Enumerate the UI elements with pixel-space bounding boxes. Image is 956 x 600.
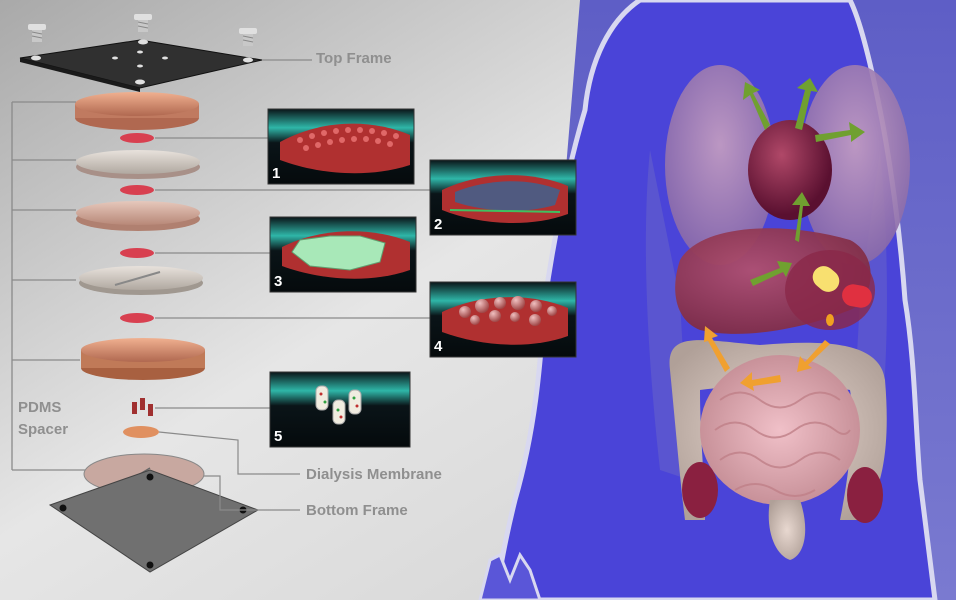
disc-layer-5	[81, 338, 205, 380]
spacer-ring	[120, 185, 154, 195]
panel-2-cell-monolayer	[430, 160, 576, 235]
top-frame-label: Top Frame	[316, 50, 392, 67]
panel-number: 4	[434, 338, 442, 355]
bottom-frame-label: Bottom Frame	[306, 502, 408, 519]
panel-1-villi	[268, 109, 414, 184]
spacer-ring	[120, 133, 154, 143]
dialysis-membrane-label: Dialysis Membrane	[306, 466, 442, 483]
panel-number: 5	[274, 428, 282, 445]
disc-layer-4	[79, 266, 203, 295]
dialysis-membrane	[123, 426, 159, 438]
panel-4-spheroids	[430, 282, 576, 357]
disc-layer-3	[76, 201, 200, 231]
right-kidney	[847, 467, 883, 523]
panel-3-cell-blocks	[270, 217, 416, 292]
panel-number: 2	[434, 216, 442, 233]
pdms-spacer-label: PDMS Spacer	[18, 397, 68, 441]
panel-number: 3	[274, 273, 282, 290]
spacer-ring	[120, 313, 154, 323]
spacer-ring	[120, 248, 154, 258]
left-kidney	[682, 462, 718, 518]
disc-layer-2	[76, 150, 200, 179]
panel-number: 1	[272, 165, 280, 182]
disc-layer-1	[75, 92, 199, 130]
panel-5-microcarriers	[270, 372, 410, 447]
